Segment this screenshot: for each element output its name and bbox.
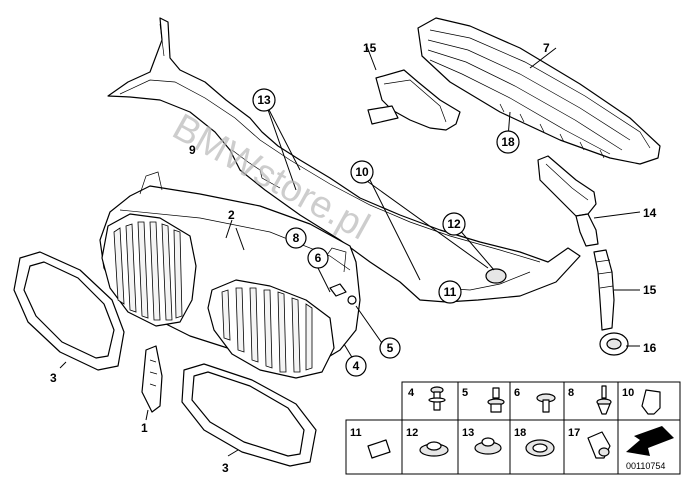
callout-16: 16 bbox=[643, 341, 657, 355]
svg-text:6: 6 bbox=[315, 251, 322, 265]
bolt-5-icon bbox=[487, 387, 505, 413]
callout-6: 6 bbox=[307, 247, 329, 269]
callout-8: 8 bbox=[285, 227, 307, 249]
fastener-legend: 4 5 6 8 10 11 12 13 18 17 bbox=[345, 381, 681, 475]
legend-12: 12 bbox=[406, 427, 418, 439]
small-bracket-parts bbox=[329, 283, 357, 305]
callout-15-top: 15 bbox=[363, 41, 377, 55]
legend-18: 18 bbox=[514, 427, 526, 439]
callout-3-left: 3 bbox=[50, 371, 57, 385]
svg-text:5: 5 bbox=[387, 341, 394, 355]
cap-12-icon bbox=[419, 441, 449, 457]
legend-6: 6 bbox=[514, 387, 520, 399]
pin-8-icon bbox=[596, 385, 612, 415]
grommet-18-icon bbox=[525, 439, 555, 457]
trim-frame-left bbox=[13, 251, 125, 371]
callout-3-right: 3 bbox=[222, 461, 229, 475]
trim-frame-right bbox=[181, 363, 317, 467]
legend-13: 13 bbox=[462, 427, 474, 439]
svg-text:13: 13 bbox=[257, 93, 271, 107]
svg-text:18: 18 bbox=[501, 135, 515, 149]
air-duct-upper bbox=[367, 69, 461, 131]
callout-2: 2 bbox=[228, 208, 235, 222]
leader-lines bbox=[59, 43, 641, 457]
callout-10: 10 bbox=[350, 160, 374, 184]
air-intake-grille bbox=[417, 17, 661, 165]
callout-1: 1 bbox=[141, 421, 148, 435]
air-hose bbox=[593, 249, 615, 331]
legend-8: 8 bbox=[568, 387, 574, 399]
kidney-grille-left bbox=[101, 213, 197, 327]
svg-text:12: 12 bbox=[447, 217, 461, 231]
grommet-13-icon bbox=[474, 437, 502, 455]
clip-10-icon bbox=[641, 389, 661, 415]
side-air-duct bbox=[537, 155, 599, 247]
svg-text:4: 4 bbox=[353, 359, 360, 373]
svg-text:10: 10 bbox=[355, 165, 369, 179]
arrow-icon bbox=[622, 424, 678, 458]
center-trim-piece bbox=[141, 345, 163, 413]
legend-10: 10 bbox=[622, 387, 634, 399]
screw-6-icon bbox=[536, 393, 556, 413]
upper-cowl-panel bbox=[107, 17, 581, 303]
clip-11-icon bbox=[367, 439, 391, 459]
clamp-17-icon bbox=[587, 431, 611, 459]
legend-4: 4 bbox=[408, 387, 415, 399]
svg-text:8: 8 bbox=[293, 231, 300, 245]
callout-4: 4 bbox=[345, 355, 367, 377]
hose-end-fitting bbox=[599, 332, 629, 356]
callout-labels: 1 2 3 3 7 9 14 15 15 16 4 5 6 8 10 bbox=[50, 41, 657, 475]
legend-17: 17 bbox=[568, 427, 580, 439]
callout-11: 11 bbox=[438, 280, 462, 304]
callout-12: 12 bbox=[442, 212, 466, 236]
callout-9: 9 bbox=[189, 143, 196, 157]
screw-4-icon bbox=[428, 386, 446, 411]
legend-5: 5 bbox=[462, 387, 468, 399]
callout-15-right: 15 bbox=[643, 283, 657, 297]
callout-14: 14 bbox=[643, 206, 657, 220]
callout-13: 13 bbox=[252, 88, 276, 112]
legend-11: 11 bbox=[350, 427, 362, 439]
callout-7: 7 bbox=[543, 41, 550, 55]
svg-text:11: 11 bbox=[444, 285, 457, 299]
drawing-code: 00110754 bbox=[626, 461, 665, 471]
callout-18: 18 bbox=[496, 130, 520, 154]
kidney-grille-right bbox=[207, 279, 335, 379]
callout-5: 5 bbox=[379, 337, 401, 359]
